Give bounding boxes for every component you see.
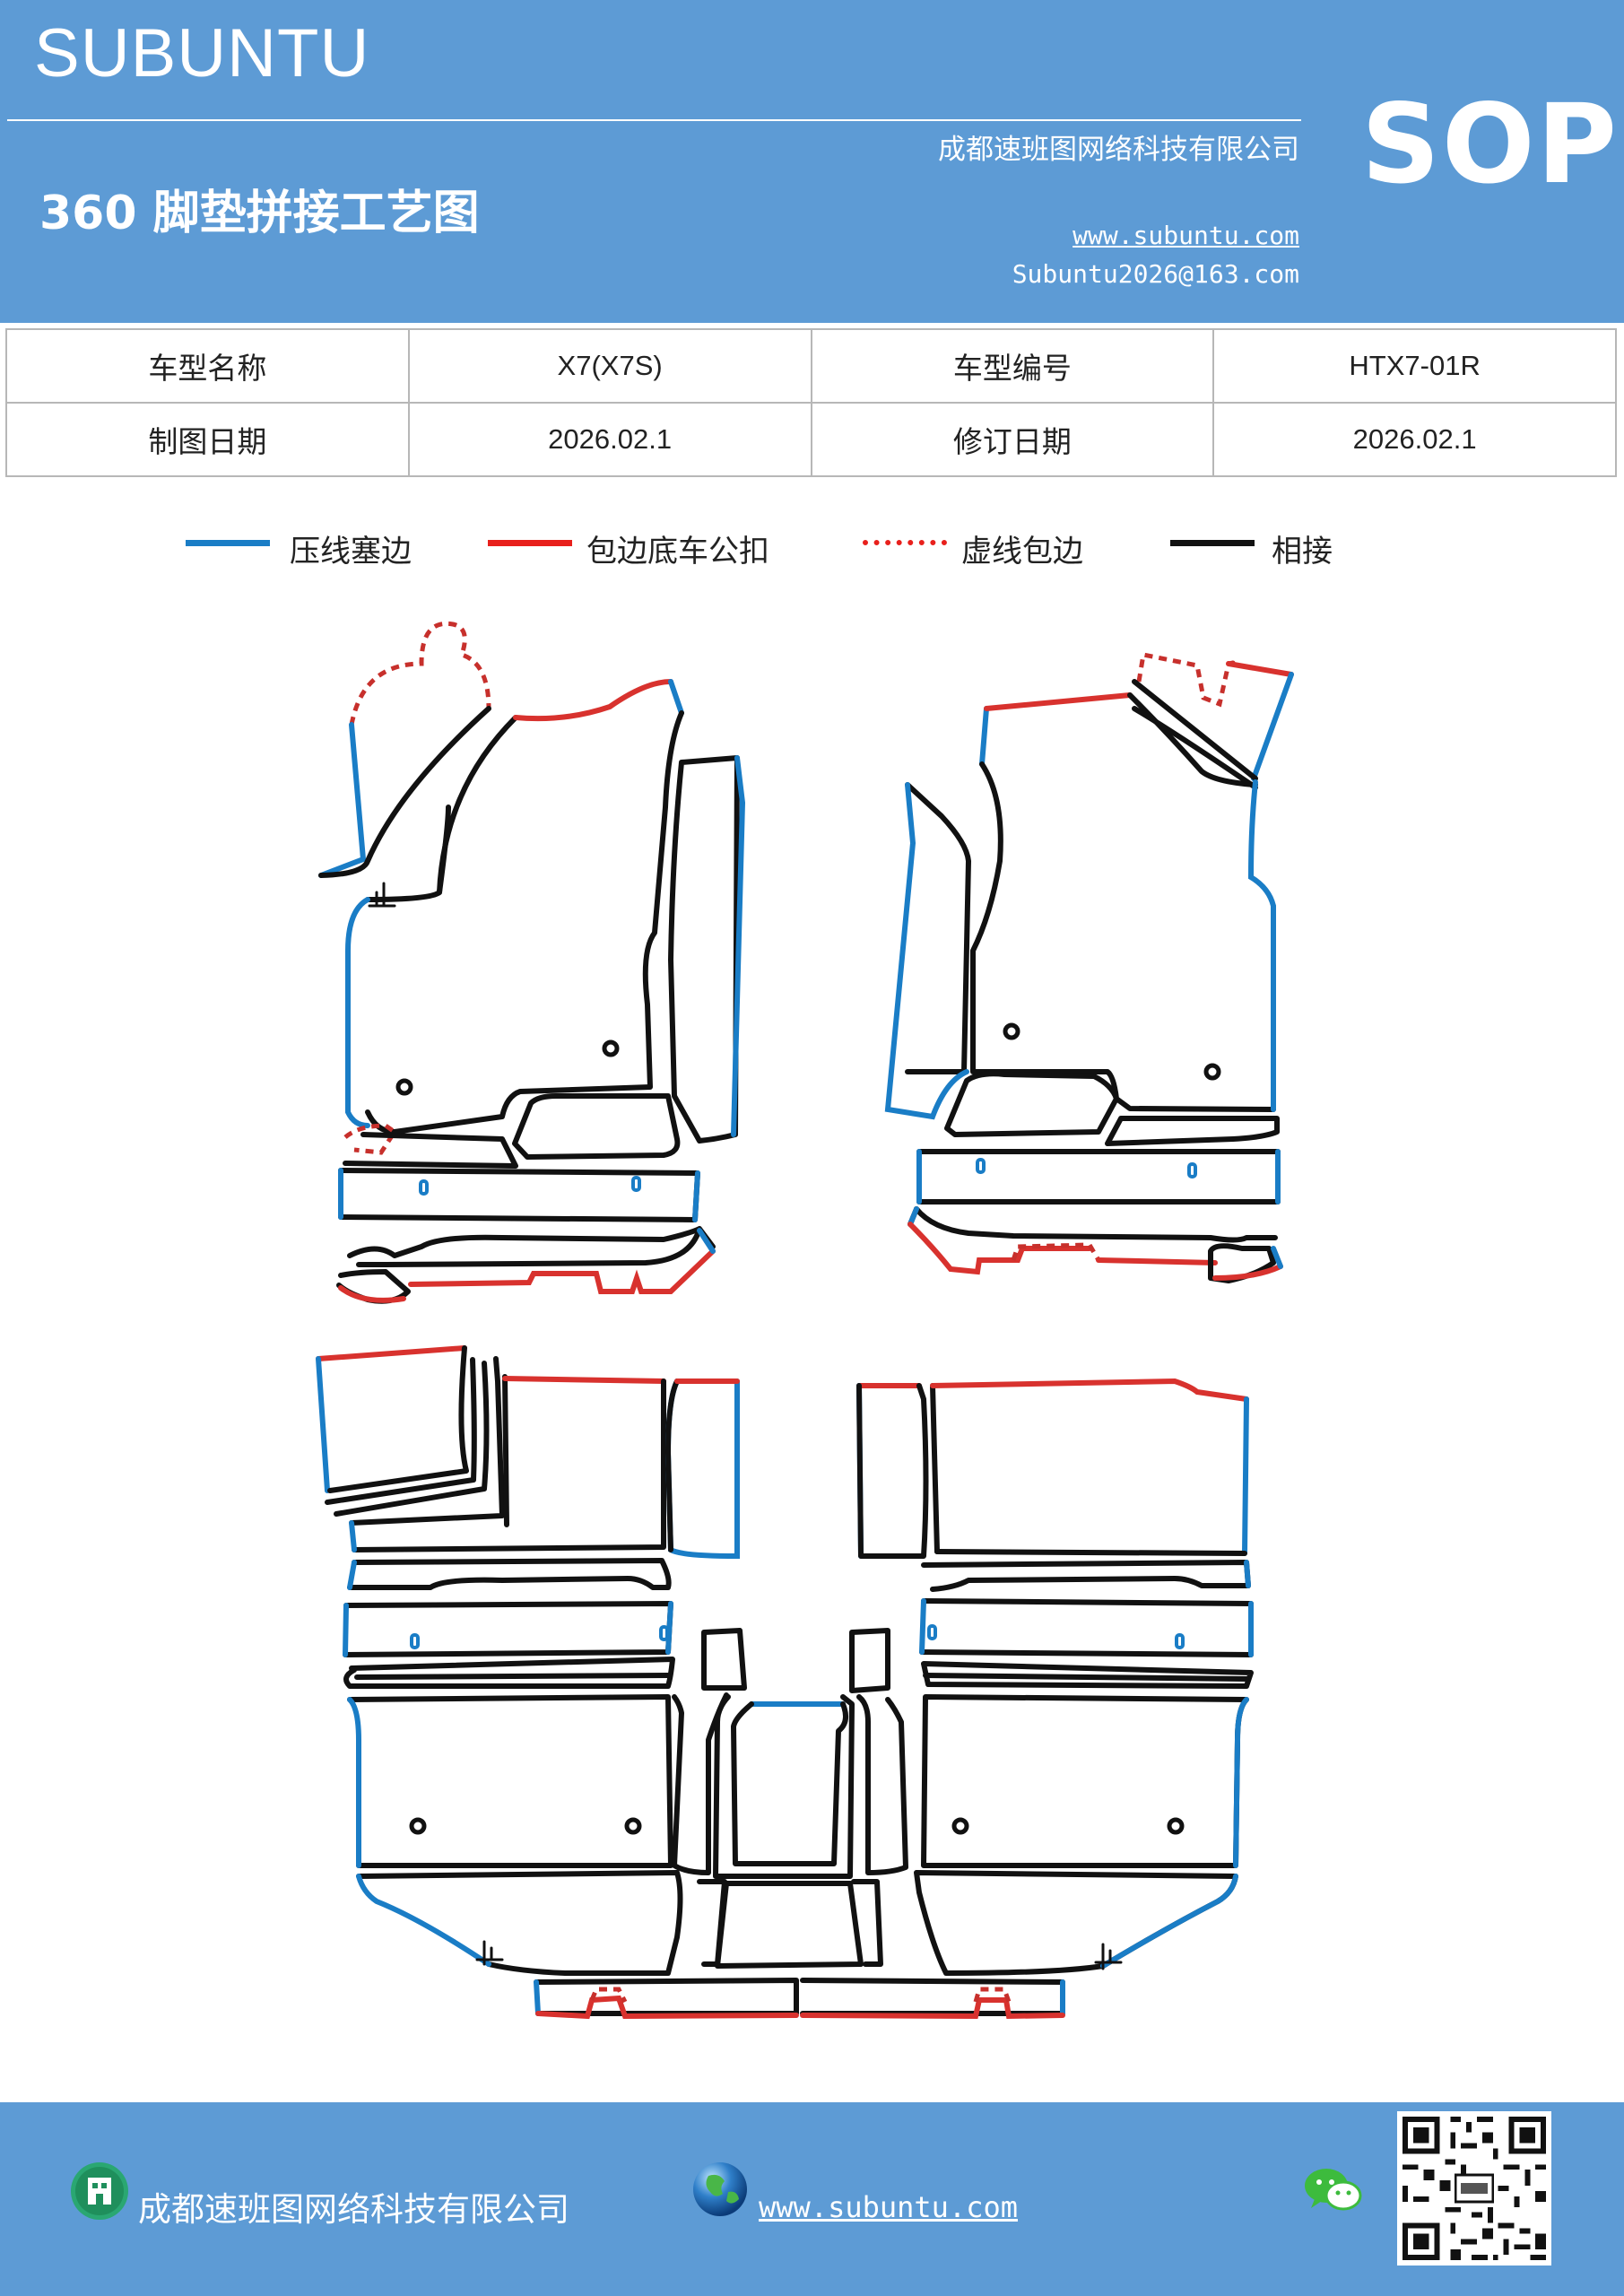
rear-right-mat <box>800 1378 1254 2020</box>
mat-hole <box>395 1078 413 1096</box>
center-mats <box>672 1628 908 1969</box>
floor-mat-diagram <box>316 621 1294 2020</box>
vehicle-info-table: 车型名称 X7(X7S) 车型编号 HTX7-01R 制图日期 2026.02.… <box>5 328 1617 477</box>
front-right-mat <box>884 652 1294 1283</box>
mat-hole <box>1167 1817 1185 1835</box>
mat-hole <box>951 1817 969 1835</box>
sop-mark: SOP <box>1361 81 1619 208</box>
footer-company: 成都速班图网络科技有限公司 <box>138 2190 569 2229</box>
table-row: 车型名称 X7(X7S) 车型编号 HTX7-01R <box>5 328 1617 404</box>
draw-date-label: 制图日期 <box>5 402 410 477</box>
mat-hole <box>409 1817 427 1835</box>
qr-code <box>1397 2111 1551 2266</box>
table-row: 制图日期 2026.02.1 修订日期 2026.02.1 <box>5 402 1617 477</box>
legend-swatch-black <box>1170 540 1255 546</box>
page-header <box>0 0 1624 323</box>
mat-hole <box>1003 1022 1020 1040</box>
globe-icon <box>693 2162 747 2216</box>
legend-label: 压线塞边 <box>290 534 412 570</box>
model-code-value: HTX7-01R <box>1212 328 1617 404</box>
header-company: 成都速班图网络科技有限公司 <box>938 134 1299 166</box>
legend-swatch-blue <box>186 540 270 546</box>
brand-logo: SUBUNTU <box>34 15 370 91</box>
mat-hole <box>1203 1063 1221 1081</box>
model-code-label: 车型编号 <box>810 328 1215 404</box>
revise-date-label: 修订日期 <box>810 402 1215 477</box>
legend-swatch-red-dotted <box>863 540 947 545</box>
building-icon <box>71 2162 128 2220</box>
footer-website-link[interactable]: www.subuntu.com <box>759 2190 1018 2224</box>
header-website-link[interactable]: www.subuntu.com <box>1073 221 1299 250</box>
model-name-label: 车型名称 <box>5 328 410 404</box>
revise-date-value: 2026.02.1 <box>1212 402 1617 477</box>
wechat-icon <box>1305 2169 1362 2211</box>
draw-date-value: 2026.02.1 <box>407 402 812 477</box>
page-title: 360 脚垫拼接工艺图 <box>39 187 480 240</box>
mat-hole <box>624 1817 642 1835</box>
legend-swatch-red <box>488 540 572 546</box>
header-divider <box>7 119 1301 121</box>
legend-label: 虚线包边 <box>961 534 1083 570</box>
rear-left-mat <box>316 1345 799 2020</box>
legend-label: 相接 <box>1272 534 1333 570</box>
model-name-value: X7(X7S) <box>407 328 812 404</box>
legend-label: 包边底车公扣 <box>586 534 769 570</box>
front-left-mat <box>318 621 746 1304</box>
mat-hole <box>602 1039 620 1057</box>
header-email: Subuntu2026@163.com <box>1012 259 1299 289</box>
